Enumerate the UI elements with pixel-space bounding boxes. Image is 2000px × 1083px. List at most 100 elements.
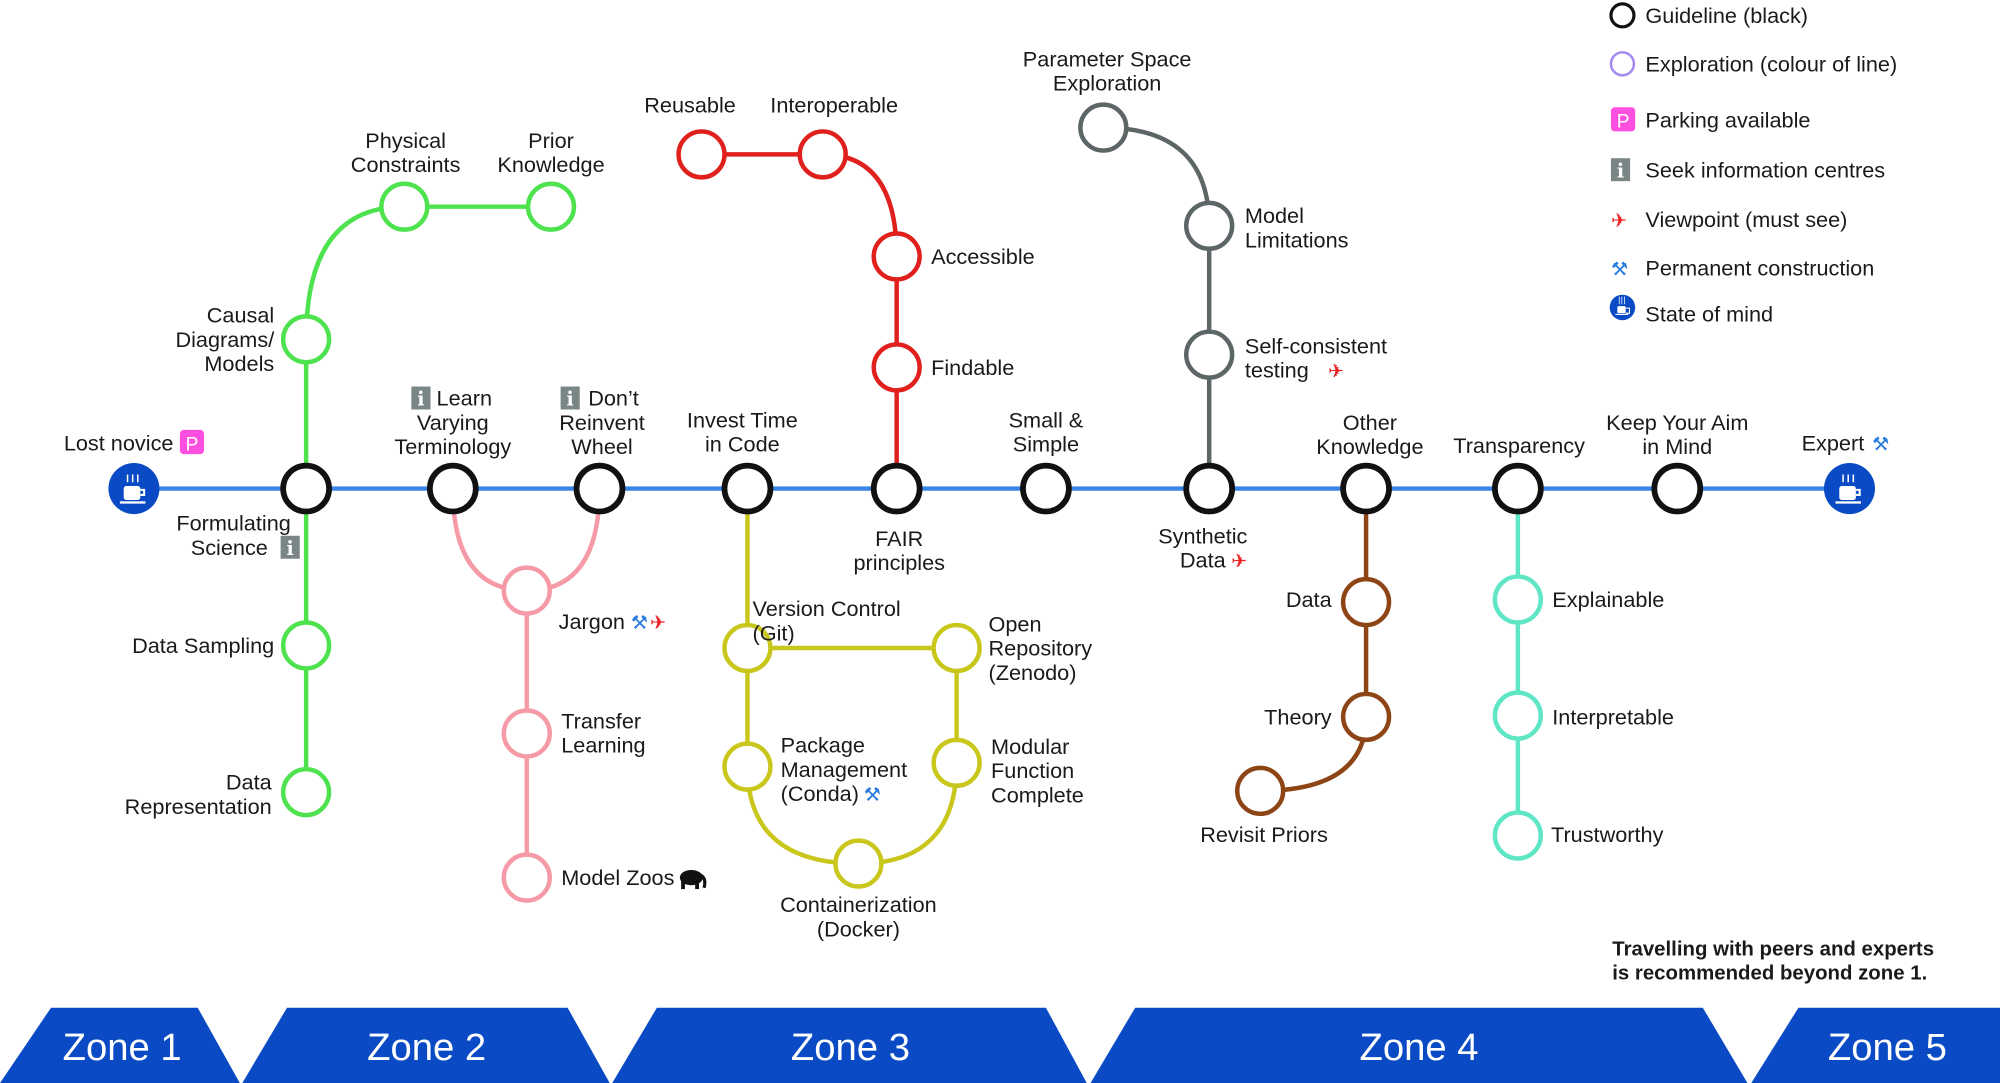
station-label-line: Keep Your Aim: [1606, 410, 1748, 435]
station-docker[interactable]: [833, 838, 884, 889]
station-data[interactable]: [1340, 576, 1392, 628]
station-aim[interactable]: [1651, 462, 1704, 515]
construction-icon: ⚒: [1611, 258, 1628, 281]
label-expert: Expert⚒: [1802, 430, 1890, 455]
station-label-line: Causal: [207, 303, 274, 328]
legend-label: Guideline (black): [1645, 3, 1808, 28]
station-sampling[interactable]: [280, 620, 332, 671]
station-small[interactable]: [1020, 462, 1072, 515]
station-physical[interactable]: [379, 181, 430, 232]
label-jargon: Jargon⚒✈: [559, 609, 666, 634]
svg-text:i: i: [287, 537, 294, 560]
station-zenodo[interactable]: [931, 622, 982, 674]
station-label-line: Varying: [417, 410, 489, 435]
station-label-line: in Mind: [1642, 434, 1712, 459]
station-git[interactable]: [722, 622, 773, 674]
station-param[interactable]: [1078, 102, 1129, 153]
station-transfer[interactable]: [501, 708, 552, 759]
station-label-line: (Git): [753, 620, 795, 645]
station-conda[interactable]: [722, 741, 773, 792]
station-causal[interactable]: [280, 314, 332, 365]
station-representation[interactable]: [280, 766, 332, 818]
station-interoperable[interactable]: [797, 129, 848, 180]
station-formulating[interactable]: [280, 462, 332, 515]
station-selfcons[interactable]: [1183, 329, 1235, 380]
station-limitations[interactable]: [1183, 200, 1235, 252]
note-line-1: Travelling with peers and experts: [1612, 938, 1934, 960]
station-trustworthy[interactable]: [1492, 810, 1544, 861]
station-label-line: Small &: [1009, 407, 1084, 432]
station-modular[interactable]: [931, 737, 982, 788]
station-label-line: (Conda): [781, 781, 859, 806]
station-other[interactable]: [1340, 462, 1392, 515]
line-gray: [1103, 125, 1212, 489]
station-transparency[interactable]: [1492, 462, 1544, 515]
station-theory[interactable]: [1340, 691, 1392, 743]
station-label-line: Parameter Space: [1023, 46, 1192, 71]
station-reinvent[interactable]: [573, 462, 626, 515]
zone-4: Zone 4: [1090, 1007, 1748, 1083]
station-label-line: Prior: [528, 128, 574, 153]
svg-text:P: P: [186, 434, 199, 455]
construction-icon: ⚒: [864, 783, 881, 806]
station-label-line: FAIR: [875, 526, 923, 551]
svg-text:⚒: ⚒: [864, 783, 881, 806]
zone-label: Zone 2: [367, 1026, 486, 1069]
legend-label: State of mind: [1645, 301, 1773, 326]
station-label-line: Physical: [365, 128, 446, 153]
station-zoos[interactable]: [501, 852, 552, 903]
svg-text:i: i: [567, 388, 574, 411]
legend-item-guideline-circle: Guideline (black): [1609, 2, 1808, 29]
viewpoint-icon: ✈: [1328, 360, 1344, 383]
station-label-line: Modular: [991, 734, 1069, 759]
station-synthetic[interactable]: [1183, 462, 1236, 515]
station-label-line: Model Zoos: [561, 865, 674, 890]
station-interpretable[interactable]: [1492, 690, 1544, 741]
info-icon: i: [1610, 158, 1631, 182]
label-git: Version Control(Git): [753, 596, 901, 645]
station-prior[interactable]: [525, 181, 577, 232]
station-label-line: Data: [1286, 587, 1333, 612]
station-label-line: Simple: [1013, 432, 1079, 457]
station-label-line: (Docker): [817, 916, 900, 941]
station-fair[interactable]: [870, 462, 923, 515]
station-label-line: Interpretable: [1552, 705, 1674, 730]
station-label-line: Data Sampling: [132, 633, 274, 658]
construction-icon: ⚒: [631, 611, 648, 634]
viewpoint-icon: ✈: [1231, 550, 1247, 573]
station-label-line: in Code: [705, 432, 780, 457]
station-learn[interactable]: [426, 462, 479, 515]
station-reusable[interactable]: [676, 129, 727, 180]
station-label-line: Invest Time: [687, 407, 798, 432]
station-label-line: Explainable: [1552, 587, 1664, 612]
station-label-line: Wheel: [571, 434, 632, 459]
line-pink: [450, 488, 602, 878]
station-invest[interactable]: [721, 462, 774, 515]
station-jargon[interactable]: [501, 565, 552, 616]
station-label-line: Trustworthy: [1551, 822, 1664, 847]
station-explainable[interactable]: [1492, 574, 1544, 625]
station-label-line: Lost novice: [64, 430, 174, 455]
label-accessible: Accessible: [931, 244, 1035, 269]
label-revisit: Revisit Priors: [1200, 822, 1328, 847]
legend-item-state-of-mind: State of mind: [1609, 294, 1773, 326]
station-accessible[interactable]: [871, 231, 922, 282]
label-theory: Theory: [1264, 705, 1332, 730]
station-label-line: Limitations: [1245, 227, 1349, 252]
station-findable[interactable]: [871, 342, 922, 393]
info-icon: i: [411, 386, 431, 411]
label-interpretable: Interpretable: [1552, 705, 1674, 730]
station-revisit[interactable]: [1235, 765, 1286, 817]
label-data: Data: [1286, 587, 1333, 612]
label-explainable: Explainable: [1552, 587, 1664, 612]
zone-2: Zone 2: [242, 1007, 610, 1083]
label-transparency: Transparency: [1453, 433, 1585, 458]
station-label-line: Learn: [437, 386, 492, 411]
